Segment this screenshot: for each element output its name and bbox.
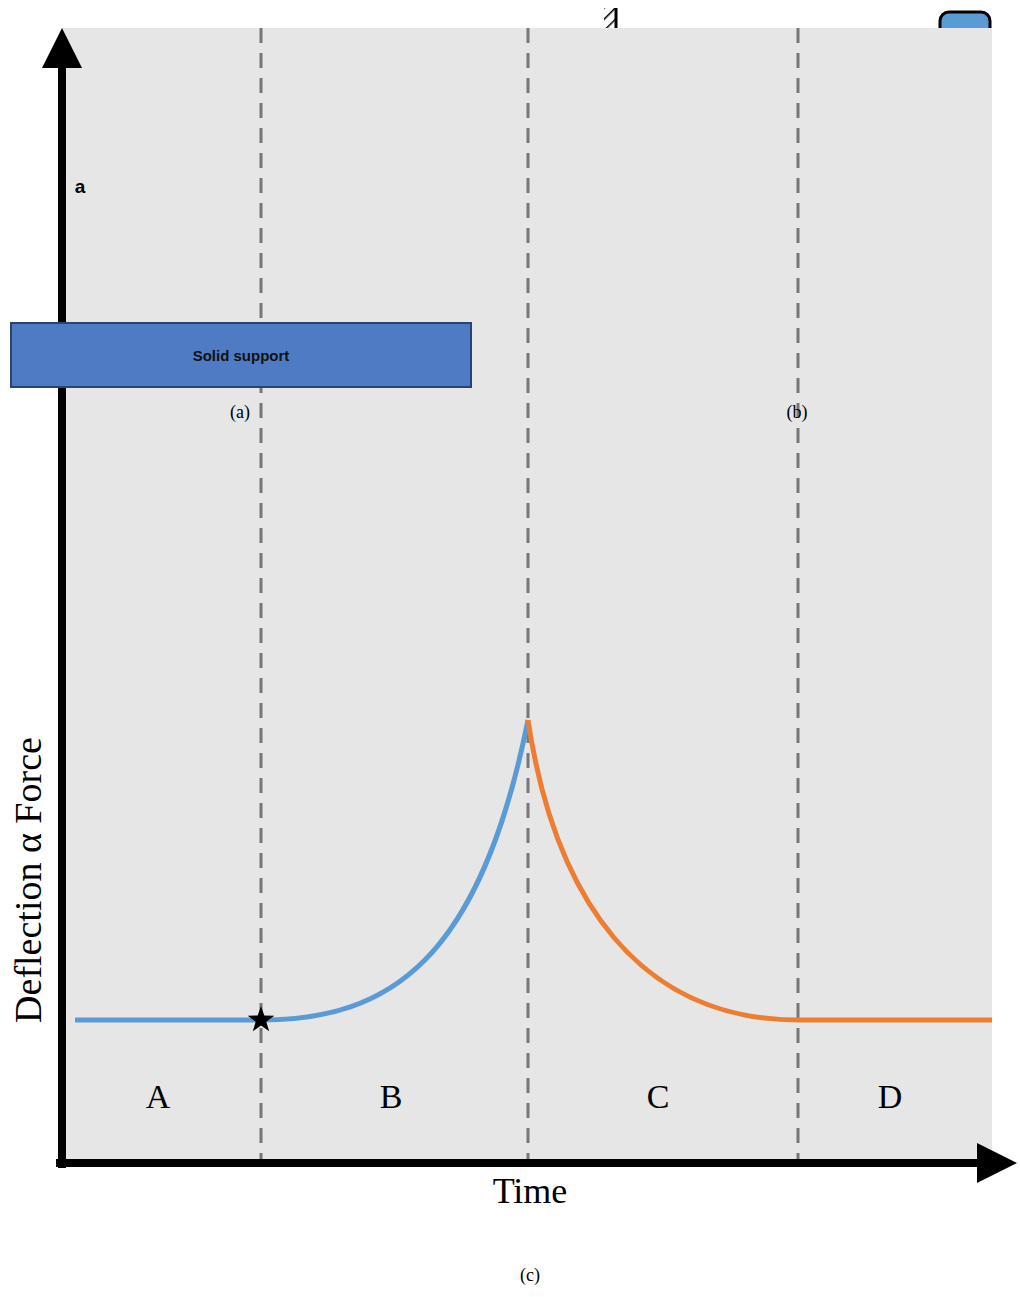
- y-axis: [58, 60, 66, 1168]
- region-label: B: [380, 1080, 403, 1114]
- support-block: Solid support: [10, 322, 472, 388]
- x-axis: [56, 1159, 985, 1167]
- divider: [527, 28, 530, 1160]
- subfigure-caption: (a): [230, 403, 250, 421]
- axis-title: Time: [493, 1173, 568, 1209]
- region-label: C: [647, 1080, 670, 1114]
- axis-title: Deflection α Force: [9, 737, 47, 1023]
- subfigure-caption: (b): [787, 403, 808, 421]
- relaxation-curve: [528, 720, 992, 1020]
- region-dividers: [261, 28, 798, 1160]
- region-label: A: [146, 1080, 171, 1114]
- loading-curve: [75, 720, 528, 1020]
- region-label: D: [878, 1080, 903, 1114]
- panel-letter: a: [75, 177, 86, 196]
- subfigure-caption: (c): [520, 1266, 540, 1284]
- contact-star: [248, 1006, 275, 1031]
- divider: [260, 28, 263, 1160]
- divider: [797, 28, 800, 1160]
- plot-background: [62, 28, 992, 1163]
- force-time-chart: [56, 28, 992, 1168]
- node-text: Solid support: [193, 347, 290, 364]
